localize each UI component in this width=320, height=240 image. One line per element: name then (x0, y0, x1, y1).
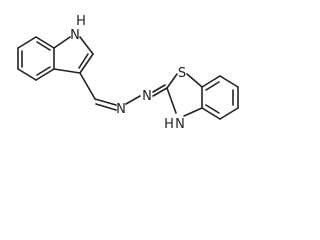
indole-pyrrole-ring (53, 36, 94, 74)
hydrazone-n2-label: N (142, 89, 152, 104)
thiazole-nh-n-label: N (175, 117, 185, 132)
indole-nh-n-label: N (70, 28, 80, 43)
benzothiazole-thiazole-ring (166, 73, 203, 117)
hydrazone-n1-label: N (116, 102, 126, 117)
thiazole-nh-h-label: H (164, 117, 174, 132)
indole-nh-h-label: H (76, 14, 86, 29)
chemical-structure: H N N N S N H (17, 14, 239, 132)
thiazole-s-label: S (178, 66, 186, 81)
indole-benzene-ring (17, 36, 55, 81)
structure-canvas: H N N N S N H (17, 14, 239, 132)
benzothiazole-benzene-ring (201, 75, 239, 120)
hydrazone-linker (79, 72, 168, 111)
